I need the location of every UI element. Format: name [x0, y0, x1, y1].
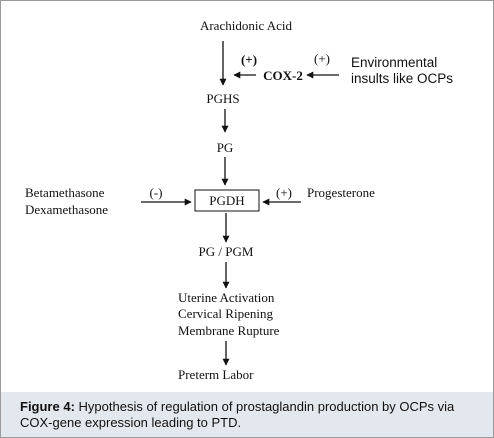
cox2-activation-sign: (+) — [241, 52, 257, 67]
pg-pgm-label: PG / PGM — [199, 244, 254, 259]
pghs-label: PGHS — [206, 91, 239, 106]
environmental-activation-sign: (+) — [314, 51, 330, 66]
uterine-activation-label: Uterine Activation — [178, 290, 275, 305]
pg-label: PG — [217, 140, 234, 155]
cervical-ripening-label: Cervical Ripening — [178, 306, 273, 321]
progesterone-activation-sign: (+) — [276, 185, 292, 200]
pgdh-box — [194, 189, 260, 212]
environmental-insults-line2: insults like OCPs — [351, 71, 453, 86]
inhibition-sign: (-) — [150, 185, 163, 200]
caption-band: Figure 4: Hypothesis of regulation of pr… — [1, 392, 493, 437]
figure-caption: Figure 4: Hypothesis of regulation of pr… — [20, 399, 480, 431]
progesterone-label: Progesterone — [307, 185, 375, 200]
arachidonic-acid-label: Arachidonic Acid — [200, 18, 293, 33]
caption-text: Hypothesis of regulation of prostaglandi… — [20, 399, 455, 430]
environmental-insults-line1: Environmental — [351, 55, 437, 70]
preterm-labor-label: Preterm Labor — [178, 367, 254, 382]
pathway-diagram: Arachidonic Acid (+) COX-2 (+) Environme… — [25, 18, 453, 382]
cox2-label: COX-2 — [263, 68, 303, 83]
caption-label: Figure 4: — [20, 399, 75, 414]
betamethasone-label: Betamethasone — [25, 185, 105, 200]
pgdh-label: PGDH — [209, 193, 244, 208]
dexamethasone-label: Dexamethasone — [25, 202, 108, 217]
membrane-rupture-label: Membrane Rupture — [178, 323, 280, 338]
